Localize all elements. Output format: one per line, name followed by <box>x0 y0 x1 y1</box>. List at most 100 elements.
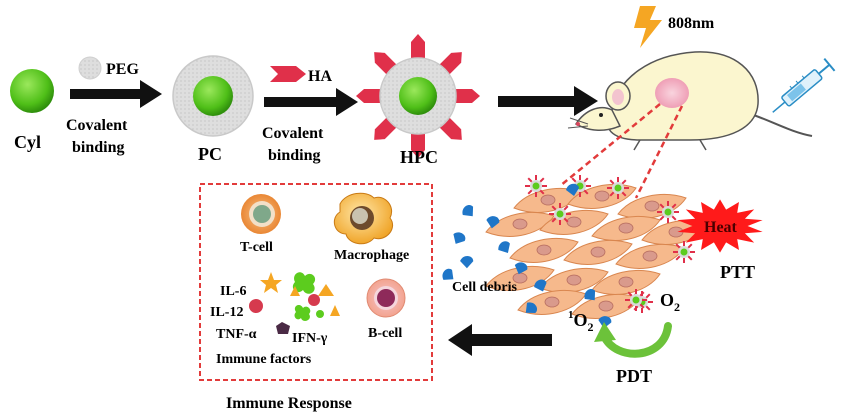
debris-fragment <box>566 183 579 196</box>
t-cell-icon <box>241 194 281 234</box>
ha-spike <box>452 89 480 103</box>
arrow-4 <box>448 324 552 356</box>
cell-nucleus <box>644 200 660 212</box>
ha-spike <box>583 177 589 183</box>
ha-spike <box>621 191 627 197</box>
cell-nucleus <box>618 276 634 288</box>
debris-fragment <box>442 268 454 280</box>
cell-debris-fragments <box>442 183 612 329</box>
cell-nucleus <box>598 300 614 312</box>
ha-spike <box>563 205 569 211</box>
np-core <box>556 210 564 218</box>
cell-nucleus <box>566 274 582 286</box>
arrow-3 <box>498 86 598 116</box>
ha-spike <box>411 130 425 158</box>
ha-spike <box>627 291 633 297</box>
macrophage-icon <box>333 192 394 245</box>
ha-spike <box>645 305 651 311</box>
debris-fragment <box>534 279 547 292</box>
cell-debris-label: Cell debris <box>452 280 517 295</box>
ha-spike <box>551 217 557 223</box>
cyl-particle <box>10 69 54 113</box>
ha-spike <box>675 255 681 261</box>
cell-nucleus <box>566 216 582 228</box>
ifn-label: IFN-γ <box>292 331 328 346</box>
arrow-2 <box>264 88 358 116</box>
binding-label-2: binding <box>268 147 320 164</box>
cytokine-shapes <box>249 272 340 334</box>
np-core <box>680 248 688 256</box>
cell-nucleus <box>618 222 634 234</box>
covalent-label-2: Covalent <box>262 125 324 142</box>
tnf-label: TNF-α <box>216 327 257 342</box>
np-core <box>532 182 540 190</box>
ha-spike <box>659 215 665 221</box>
heat-label: Heat <box>704 219 738 236</box>
cyl-label: Cyl <box>14 132 41 152</box>
hpc-label: HPC <box>400 147 438 167</box>
arrow-1 <box>70 80 162 108</box>
mouse-illustration <box>567 51 813 151</box>
immune-factors-label: Immune factors <box>216 352 312 367</box>
macrophage-label: Macrophage <box>334 248 409 263</box>
cell-nucleus <box>544 296 560 308</box>
t-cell-label: T-cell <box>240 240 273 255</box>
cell-nucleus <box>590 246 606 258</box>
covalent-label-1: Covalent <box>66 117 128 134</box>
syringe-icon <box>772 57 836 113</box>
il12-label: IL-12 <box>210 305 243 320</box>
debris-fragment <box>514 262 528 275</box>
cell-nucleus <box>540 194 556 206</box>
ha-spike <box>539 189 545 195</box>
cell-nucleus <box>512 218 528 230</box>
debris-fragment <box>453 232 466 244</box>
pdt-curved-arrow <box>594 322 672 358</box>
ha-spike <box>671 215 677 221</box>
b-cell-label: B-cell <box>368 326 402 341</box>
ptt-label: PTT <box>720 262 755 282</box>
peg-label: PEG <box>106 61 139 78</box>
np-core <box>664 208 672 216</box>
b-cell-icon <box>366 278 406 318</box>
oxygen-label: O2 <box>660 290 680 314</box>
ha-label: HA <box>308 68 332 85</box>
singlet-oxygen-label: 1O2 <box>568 309 594 334</box>
hpc-particle <box>356 34 480 158</box>
ha-spike <box>639 303 645 309</box>
ha-spike <box>527 189 533 195</box>
pc-particle <box>172 55 254 137</box>
il6-label: IL-6 <box>220 284 246 299</box>
np-core <box>614 184 622 192</box>
debris-fragment <box>498 241 510 253</box>
ha-spike <box>687 243 693 249</box>
ha-spike <box>687 255 693 261</box>
heat-star-icon <box>677 199 763 253</box>
immune-response-box <box>199 183 433 381</box>
ha-spike <box>645 293 651 299</box>
ha-spike <box>671 203 677 209</box>
cell-nucleus <box>536 244 552 256</box>
debris-fragment <box>584 288 596 301</box>
ha-spike <box>356 89 384 103</box>
cell-nucleus <box>594 190 610 202</box>
ha-spike <box>675 243 681 249</box>
pc-label: PC <box>198 144 222 164</box>
ha-spike <box>659 203 665 209</box>
np-core <box>632 296 640 304</box>
pdt-label: PDT <box>616 366 652 386</box>
debris-fragment <box>525 302 538 314</box>
debris-fragment <box>486 216 500 229</box>
immune-response-label: Immune Response <box>226 395 352 412</box>
ha-spike <box>627 303 633 309</box>
debris-fragment <box>462 204 474 217</box>
ha-spike <box>609 179 615 185</box>
ha-spike <box>571 177 577 183</box>
ha-spike <box>563 217 569 223</box>
ha-icon <box>270 66 306 82</box>
binding-label-1: binding <box>72 139 124 156</box>
zoom-lines <box>559 103 684 199</box>
laser-bolt-icon <box>634 6 662 48</box>
ha-spike <box>527 177 533 183</box>
peg-icon <box>78 56 102 80</box>
cell-nucleus <box>642 250 658 262</box>
